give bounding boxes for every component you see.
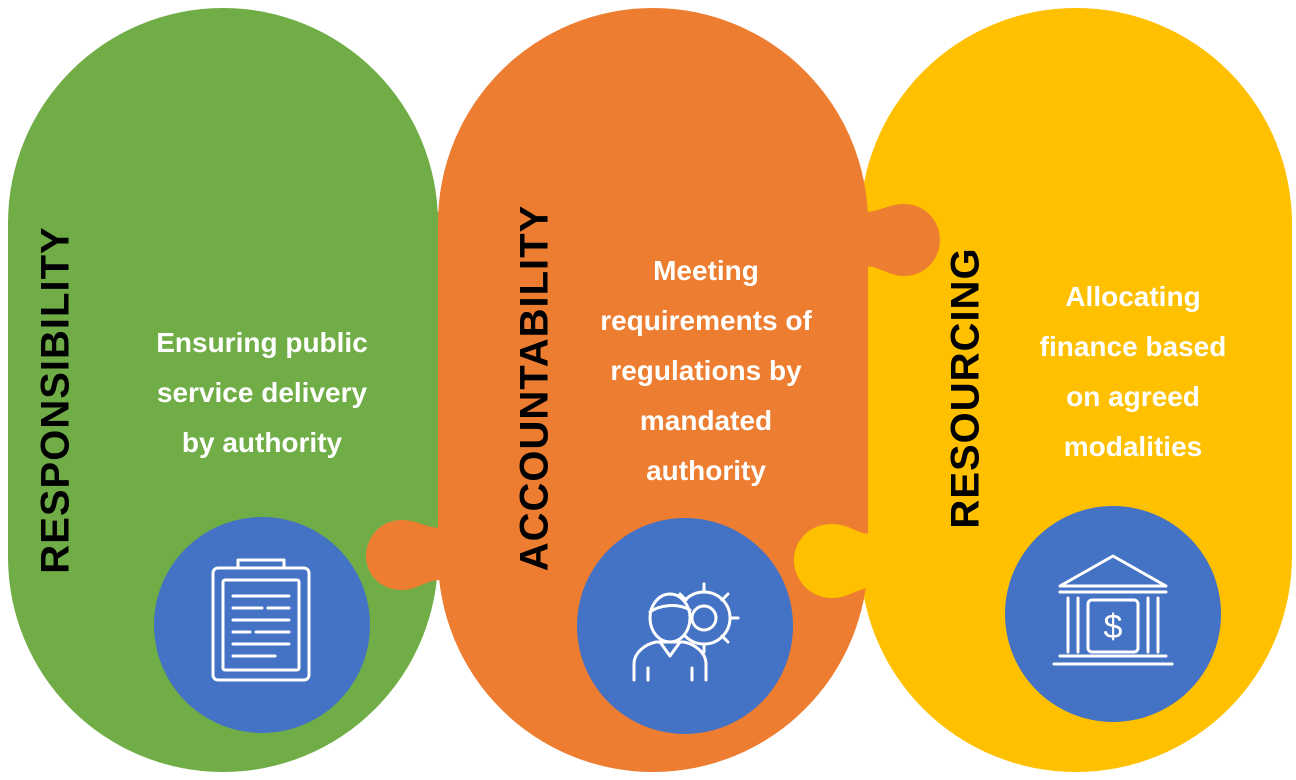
responsibility-icon-circle bbox=[154, 517, 370, 733]
responsibility-description: Ensuring public service delivery by auth… bbox=[112, 318, 412, 468]
description-line: Ensuring public bbox=[156, 327, 368, 358]
description-line: modalities bbox=[1063, 431, 1203, 462]
description-line: authority bbox=[646, 455, 766, 486]
description-line: finance based bbox=[1039, 331, 1227, 362]
resourcing-icon-circle bbox=[1005, 506, 1221, 722]
description-line: on agreed bbox=[1066, 381, 1200, 412]
description-line: mandated bbox=[639, 405, 773, 436]
description-line: by authority bbox=[181, 427, 343, 458]
description-line: requirements of bbox=[600, 305, 812, 336]
accountability-label: ACCOUNTABILITY bbox=[512, 204, 557, 572]
accountability-right-tab bbox=[864, 204, 940, 276]
description-line: regulations by bbox=[610, 355, 802, 386]
dollar-sign-icon: $ bbox=[1104, 608, 1123, 646]
resourcing-puzzle-tab bbox=[794, 524, 872, 598]
description-line: Allocating bbox=[1065, 281, 1201, 312]
bank-dollar-icon bbox=[1052, 554, 1174, 666]
description-line: service delivery bbox=[156, 377, 368, 408]
accountability-left-tab bbox=[366, 520, 442, 590]
person-gear-icon bbox=[632, 582, 740, 682]
resourcing-label: RESOURCING bbox=[943, 247, 988, 529]
clipboard-icon bbox=[211, 558, 311, 682]
resourcing-description: Allocating finance based on agreed modal… bbox=[988, 272, 1278, 472]
accountability-description: Meeting requirements of regulations by m… bbox=[556, 246, 856, 496]
description-line: Meeting bbox=[653, 255, 759, 286]
responsibility-label: RESPONSIBILITY bbox=[33, 226, 78, 574]
